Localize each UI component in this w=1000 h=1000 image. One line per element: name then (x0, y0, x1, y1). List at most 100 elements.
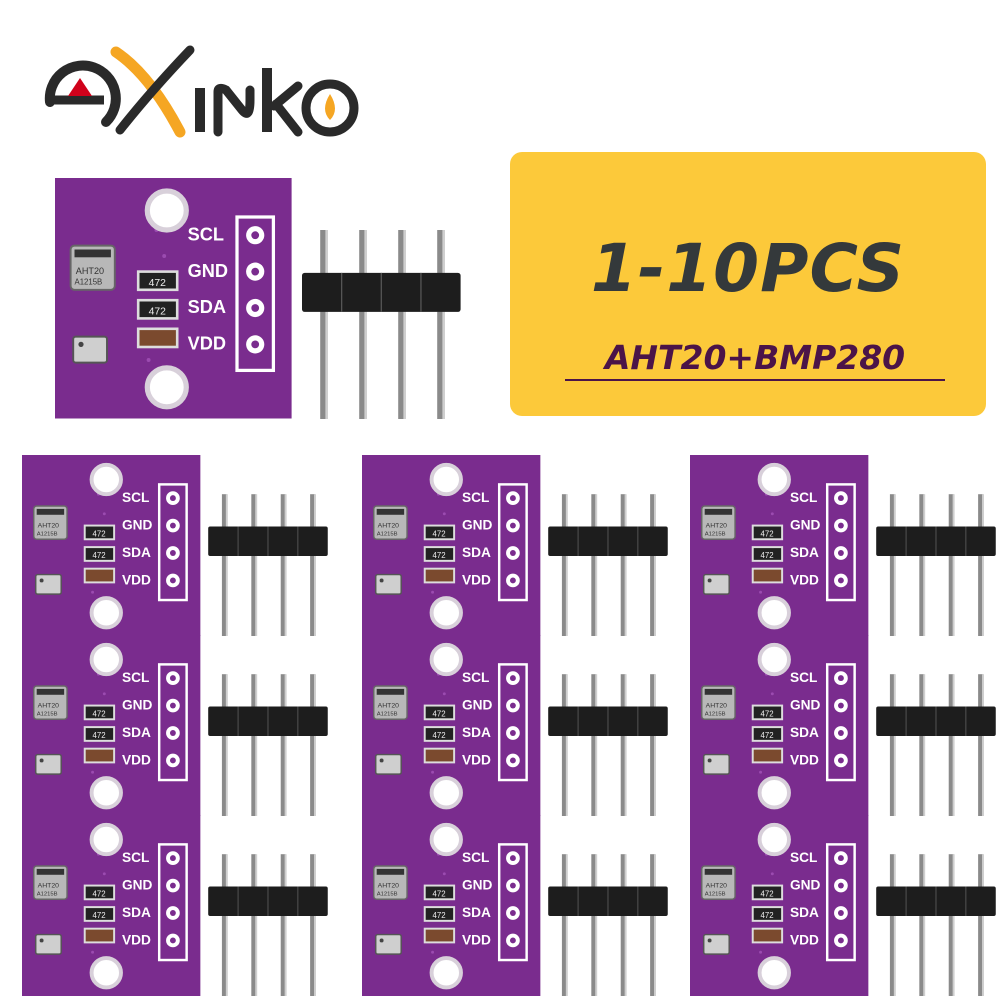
header-pin (978, 674, 984, 817)
capacitor (751, 567, 784, 584)
header-pin (251, 854, 257, 997)
resistor-marking: 472 (93, 889, 106, 898)
banner-subtitle: AHT20+BMP280 (565, 338, 945, 381)
resistor-marking: 472 (761, 911, 774, 920)
pin-label: GND (462, 517, 493, 532)
bmp280-chip (374, 573, 402, 595)
header-pin (591, 854, 597, 997)
pin-header-outline (157, 843, 188, 962)
pin-label: SCL (790, 670, 817, 685)
pin-label: VDD (122, 572, 151, 587)
header-pin (398, 230, 405, 419)
pin-label: GND (790, 877, 821, 892)
pin-header-outline (497, 663, 528, 782)
pin-label: VDD (122, 752, 151, 767)
mounting-hole (89, 776, 123, 810)
header-pin (221, 494, 227, 637)
pin-label: VDD (188, 334, 226, 354)
header-pin (320, 230, 327, 419)
pin-label: SDA (122, 905, 151, 920)
banner-title: 1-10PCS (590, 230, 906, 307)
resistor (136, 270, 179, 292)
chip-marking: A1215B (377, 531, 398, 537)
mounting-hole (429, 956, 463, 990)
chip-marking: AHT20 (378, 523, 399, 530)
mounting-hole (757, 822, 791, 857)
header-pin (948, 674, 954, 817)
pin-label: VDD (122, 932, 151, 947)
chip-marking: A1215B (705, 711, 726, 717)
resistor (83, 546, 116, 562)
capacitor (83, 747, 116, 764)
mounting-hole (757, 776, 791, 810)
promo-banner: 1-10PCS AHT20+BMP280 (510, 152, 986, 416)
header-pin (591, 674, 597, 817)
chip-marking: AHT20 (38, 523, 59, 530)
header-pin (561, 494, 567, 637)
resistor-marking: 472 (433, 551, 446, 560)
header-pin (561, 854, 567, 997)
pin-label: SCL (122, 670, 149, 685)
header-pin (889, 854, 895, 997)
header-pin (919, 674, 925, 817)
chip-marking: A1215B (75, 278, 103, 287)
chip-marking: AHT20 (706, 523, 727, 530)
chip-marking: A1215B (377, 891, 398, 897)
capacitor (423, 747, 456, 764)
header-pin (221, 854, 227, 997)
pin-label: VDD (462, 752, 491, 767)
chip-marking: AHT20 (38, 703, 59, 710)
chip-marking: AHT20 (706, 703, 727, 710)
header-pin (620, 674, 626, 817)
pin-label: SCL (462, 670, 489, 685)
mounting-hole (89, 596, 123, 630)
resistor (423, 704, 456, 721)
resistor-marking: 472 (761, 529, 774, 538)
resistor-marking: 472 (761, 551, 774, 560)
pin-header-outline (157, 483, 188, 602)
pin-label: SDA (122, 725, 151, 740)
resistor-marking: 472 (433, 529, 446, 538)
chip-marking: AHT20 (706, 883, 727, 890)
header-pin (251, 674, 257, 817)
pin-label: SCL (790, 490, 817, 505)
header-pin (650, 674, 656, 817)
resistor-marking: 472 (433, 731, 446, 740)
pin-header-outline (825, 483, 856, 602)
pin-label: VDD (790, 932, 819, 947)
pin-label: VDD (790, 752, 819, 767)
resistor-marking: 472 (93, 551, 106, 560)
pin-label: SCL (462, 850, 489, 865)
bmp280-chip (702, 573, 730, 595)
pin-label: SCL (188, 224, 224, 244)
resistor (423, 546, 456, 562)
header-pin (919, 854, 925, 997)
capacitor (423, 567, 456, 584)
resistor (751, 704, 784, 721)
capacitor (83, 567, 116, 584)
mounting-hole (89, 462, 123, 497)
chip-marking: A1215B (705, 531, 726, 537)
mounting-hole (429, 776, 463, 810)
resistor-marking: 472 (149, 307, 167, 318)
pin-label: SCL (462, 490, 489, 505)
pin-header-outline (825, 663, 856, 782)
resistor (423, 524, 456, 541)
bmp280-chip (702, 753, 730, 775)
mounting-hole (89, 956, 123, 990)
pin-label: SCL (790, 850, 817, 865)
pin-label: VDD (462, 572, 491, 587)
resistor (423, 726, 456, 742)
resistor (751, 524, 784, 541)
mounting-hole (757, 462, 791, 497)
capacitor (83, 927, 116, 944)
bmp280-chip (72, 335, 108, 364)
bmp280-chip (34, 753, 62, 775)
